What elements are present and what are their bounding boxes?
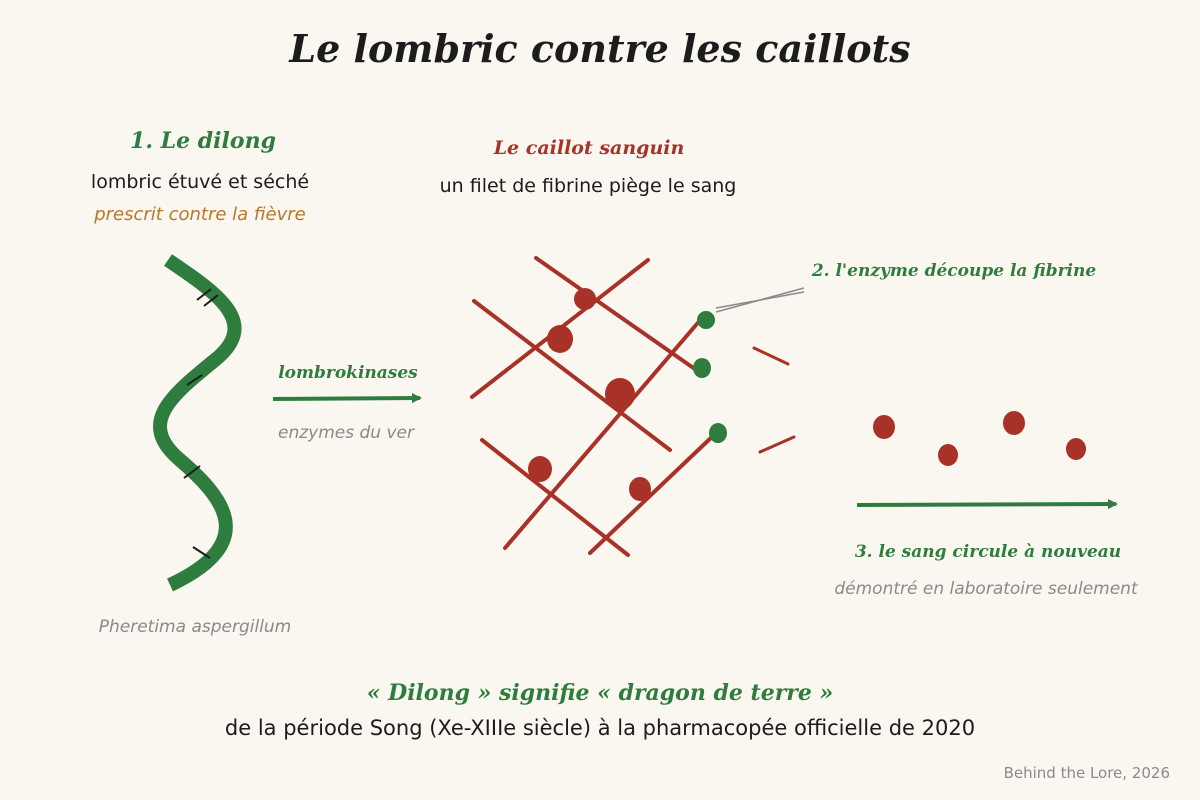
blood-cell bbox=[1066, 438, 1086, 460]
blood-cell bbox=[873, 415, 895, 439]
enzyme-dot bbox=[693, 358, 711, 378]
blood-cell bbox=[574, 288, 596, 310]
cut-fibrin-fragments bbox=[752, 346, 796, 454]
blood-cell bbox=[629, 477, 651, 501]
step3-label: 3. le sang circule à nouveau bbox=[855, 542, 1121, 562]
blood-cell bbox=[528, 456, 552, 482]
enzyme-arrow bbox=[272, 393, 422, 404]
arrow-sublabel: enzymes du ver bbox=[278, 423, 415, 443]
dilong-heading: 1. Le dilong bbox=[130, 128, 276, 154]
credit: Behind the Lore, 2026 bbox=[1004, 764, 1170, 782]
lab-note: démontré en laboratoire seulement bbox=[834, 579, 1139, 599]
enzyme-particles bbox=[693, 311, 727, 443]
step2-label: 2. l'enzyme découpe la fibrine bbox=[811, 261, 1097, 281]
clot-description: un filet de fibrine piège le sang bbox=[440, 175, 737, 197]
earthworm-illustration bbox=[153, 254, 242, 592]
blood-cell bbox=[938, 444, 958, 466]
worm-segment-marks bbox=[183, 288, 219, 559]
dilong-description: lombric étuvé et séché bbox=[91, 171, 309, 193]
blood-cell bbox=[1003, 411, 1025, 435]
arrow-label-lombrokinases: lombrokinases bbox=[278, 363, 418, 383]
blood-cells-free bbox=[873, 411, 1086, 466]
blood-cell bbox=[605, 378, 635, 410]
circulation-arrow bbox=[856, 499, 1118, 510]
pointer-line bbox=[715, 287, 805, 313]
species-name: Pheretima aspergillum bbox=[99, 617, 292, 637]
enzyme-dot bbox=[709, 423, 727, 443]
footer-history: de la période Song (Xe-XIIIe siècle) à l… bbox=[225, 716, 975, 740]
dilong-usage: prescrit contre la fièvre bbox=[93, 204, 306, 225]
blood-cell bbox=[547, 325, 573, 353]
enzyme-dot bbox=[697, 311, 715, 329]
footer-highlight: « Dilong » signifie « dragon de terre » bbox=[367, 680, 834, 706]
page-title: Le lombric contre les caillots bbox=[288, 26, 910, 71]
blood-cells-trapped bbox=[528, 288, 651, 501]
clot-heading: Le caillot sanguin bbox=[493, 137, 685, 159]
